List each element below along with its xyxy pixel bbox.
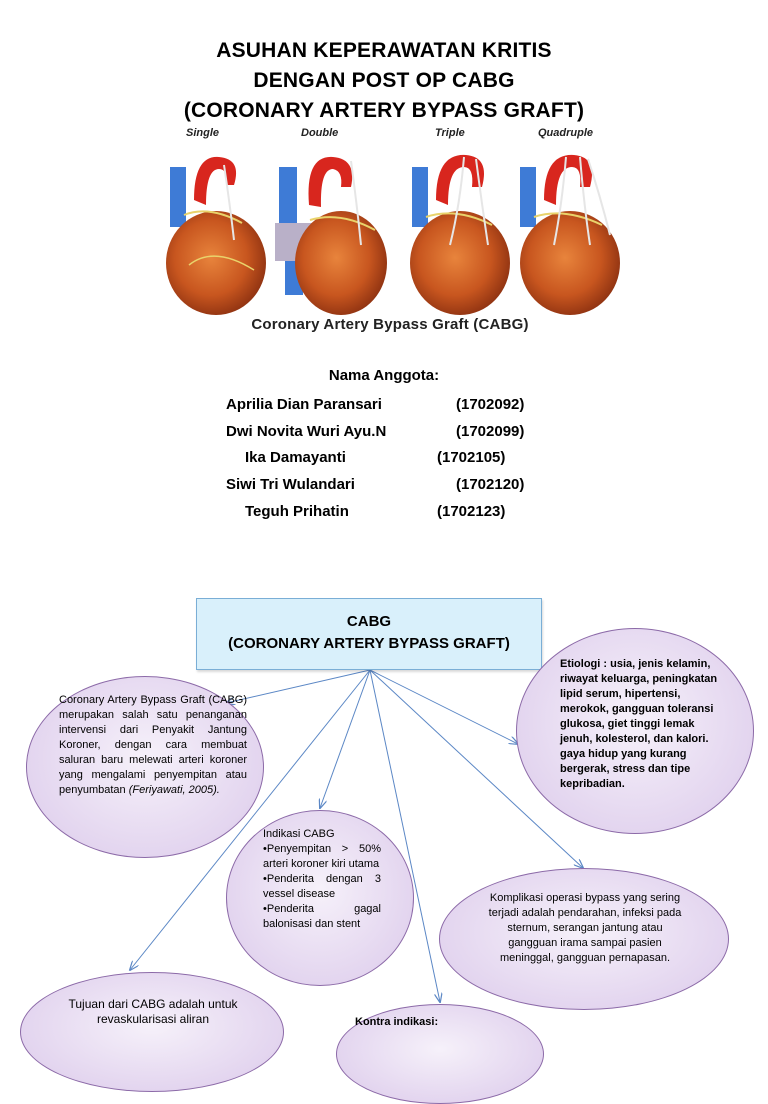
member-name: Teguh Prihatin [245,503,349,520]
title-line-3: (CORONARY ARTERY BYPASS GRAFT) [183,99,585,122]
indikasi-item: •Penderita dengan 3 vessel disease [263,873,381,900]
label-triple: Triple [435,127,465,139]
cabg-box-line-1: CABG [346,613,392,630]
definition-reference: (Feriyawati, 2005). [128,784,220,796]
label-single: Single [186,127,220,139]
member-name: Siwi Tri Wulandari [226,476,355,493]
indikasi-heading: Indikasi CABG [263,828,335,840]
cabg-box-line-2: (CORONARY ARTERY BYPASS GRAFT) [228,635,510,652]
definition-text: Coronary Artery Bypass Graft (CABG) meru… [59,694,247,796]
member-id: (1702123) [437,503,506,520]
indikasi-item: •Penderita gagal balonisasi dan stent [263,903,381,930]
members-heading: Nama Anggota: [328,367,440,384]
member-id: (1702099) [456,423,525,440]
title-line-1: ASUHAN KEPERAWATAN KRITIS [216,39,552,62]
indikasi-bubble: Indikasi CABG •Penyempitan > 50% arteri … [226,810,414,986]
label-quadruple: Quadruple [538,127,594,139]
kontra-indikasi-bubble: Kontra indikasi: [336,1004,544,1104]
cabg-central-box: CABG (CORONARY ARTERY BYPASS GRAFT) [196,598,542,670]
heart-triple-icon [410,154,510,315]
cabg-heart-illustration [166,154,620,315]
kontra-heading: Kontra indikasi: [355,1016,439,1028]
etiologi-text: Etiologi : usia, jenis kelamin, riwayat … [560,658,718,790]
page-title: ASUHAN KEPERAWATAN KRITIS DENGAN POST OP… [0,36,768,126]
komplikasi-bubble: Komplikasi operasi bypass yang sering te… [439,868,729,1010]
etiologi-bubble: Etiologi : usia, jenis kelamin, riwayat … [516,628,754,834]
heart-single-icon [166,156,266,315]
heart-double-icon [275,156,387,315]
heart-quadruple-icon [520,154,620,315]
title-line-2: DENGAN POST OP CABG [253,69,515,92]
member-name: Dwi Novita Wuri Ayu.N [226,423,387,440]
hero-caption: Coronary Artery Bypass Graft (CABG) [251,316,529,333]
definition-text-block: Coronary Artery Bypass Graft (CABG) meru… [59,693,247,798]
definition-bubble: Coronary Artery Bypass Graft (CABG) meru… [26,676,264,858]
indikasi-text-block: Indikasi CABG •Penyempitan > 50% arteri … [263,827,381,932]
arrow-to-definition [226,669,371,703]
label-double: Double [301,127,339,139]
tujuan-bubble: Tujuan dari CABG adalah untuk revaskular… [20,972,284,1092]
member-id: (1702105) [437,449,506,466]
member-name: Aprilia Dian Paransari [226,396,382,413]
indikasi-item: •Penyempitan > 50% arteri koroner kiri u… [263,843,381,870]
arrow-to-indikasi [320,669,371,808]
komplikasi-text: Komplikasi operasi bypass yang sering te… [488,892,682,964]
arrow-to-etiologi [369,669,518,744]
tujuan-text: Tujuan dari CABG adalah untuk revaskular… [68,997,238,1026]
member-id: (1702092) [456,396,525,413]
member-id: (1702120) [456,476,525,493]
member-name: Ika Damayanti [245,449,346,466]
